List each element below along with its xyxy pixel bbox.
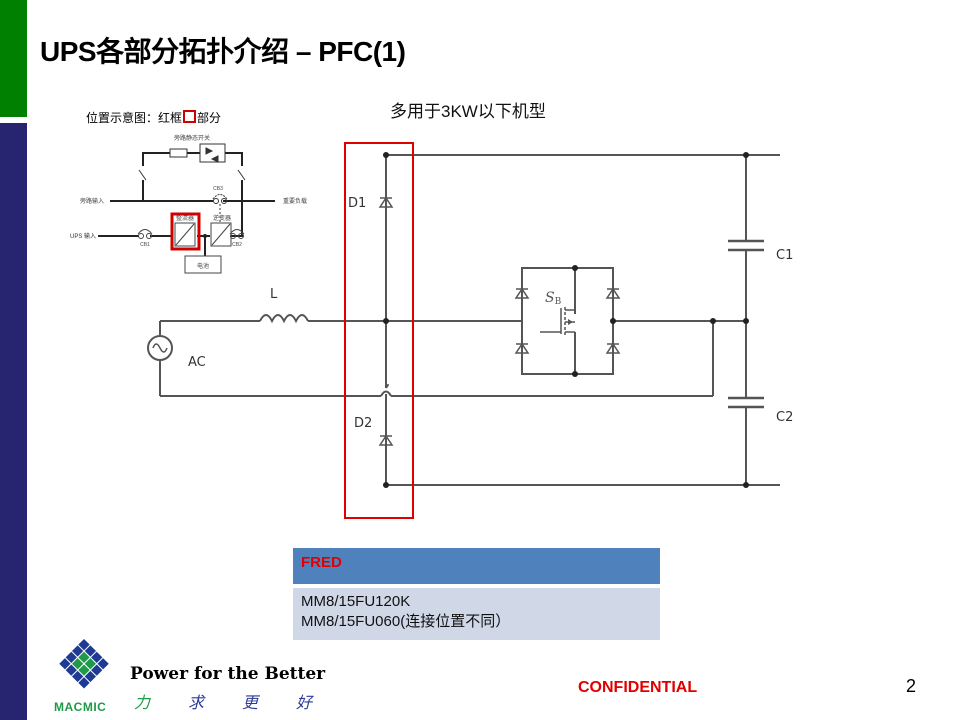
- brand-slogan: Power for the Better: [130, 664, 326, 684]
- battery-box: [184, 255, 222, 274]
- c1-label: C1: [776, 248, 793, 263]
- fred-table: FRED MM8/15FU120K MM8/15FU060(连接位置不同）: [293, 548, 660, 640]
- slogan-char: 求: [188, 695, 205, 712]
- bypass-switch-label: 旁路静态开关: [174, 134, 210, 142]
- slogan-char: 更: [242, 695, 259, 712]
- fred-part-row: MM8/15FU060(连接位置不同）: [301, 613, 511, 630]
- location-label-suffix: 部分: [197, 111, 222, 125]
- bypass-input-label: 旁路输入: [80, 197, 104, 205]
- rectifier-highlight-box: [170, 212, 201, 251]
- ups-location-diagram: CB3 旁路静态开关 旁路输入 重要负载 UPS 输入 CB1 整流器 逆变器 …: [70, 134, 307, 274]
- rectifier-label: 整流器: [176, 214, 194, 222]
- diode-d1-icon: [378, 196, 394, 208]
- inverter-label: 逆变器: [213, 214, 231, 222]
- red-box-icon: [183, 110, 197, 123]
- inductor-label: L: [270, 287, 278, 302]
- slogan-char: 力: [134, 695, 151, 712]
- inductor-coil: [259, 314, 309, 324]
- d2-label: D2: [354, 416, 372, 431]
- cb1-label: CB1: [140, 242, 150, 248]
- slide-title: UPS各部分拓扑介绍 – PFC(1): [40, 36, 406, 67]
- cb2-breaker: [229, 229, 245, 235]
- c2-label: C2: [776, 410, 793, 425]
- wire-crossover: [380, 390, 392, 397]
- fred-table-header: FRED: [293, 548, 660, 584]
- bypass-switch-contact: [138, 169, 147, 181]
- diode-d2-icon: [378, 434, 394, 446]
- navy-accent-bar: [0, 123, 27, 720]
- location-label-prefix: 位置示意图：红框: [86, 111, 183, 125]
- cb3-label: CB3: [213, 186, 223, 192]
- pfc-circuit-diagram: D1 D2 L AC C1 C2 SB: [147, 142, 793, 519]
- brand-name: MACMIC: [54, 700, 107, 714]
- cb1-breaker: [137, 229, 153, 235]
- brand-slogan-cn: 力求更好: [134, 689, 350, 713]
- critical-load-label: 重要负载: [283, 197, 307, 205]
- slide-subtitle: 多用于3KW以下机型: [390, 102, 546, 121]
- diode-highlight-box: [344, 142, 414, 519]
- confidential-label: CONFIDENTIAL: [578, 679, 698, 696]
- ac-source-label: AC: [188, 355, 206, 370]
- green-accent-bar: [0, 0, 27, 117]
- ups-input-label: UPS 输入: [70, 232, 96, 240]
- d1-label: D1: [348, 196, 366, 211]
- fuse-icon: [169, 148, 188, 158]
- cb2-label: CB2: [232, 242, 242, 248]
- slogan-char: 好: [296, 695, 313, 712]
- location-diagram-label: 位置示意图：红框部分: [86, 109, 221, 126]
- fred-part-row: MM8/15FU120K: [301, 593, 411, 610]
- page-number: 2: [906, 676, 917, 696]
- battery-label: 电池: [197, 262, 209, 270]
- bridge-diode-icon: [514, 287, 530, 299]
- switch-label: SB: [545, 290, 562, 307]
- fred-table-body: MM8/15FU120K MM8/15FU060(连接位置不同）: [293, 588, 660, 640]
- macmic-logo-icon: [59, 639, 109, 689]
